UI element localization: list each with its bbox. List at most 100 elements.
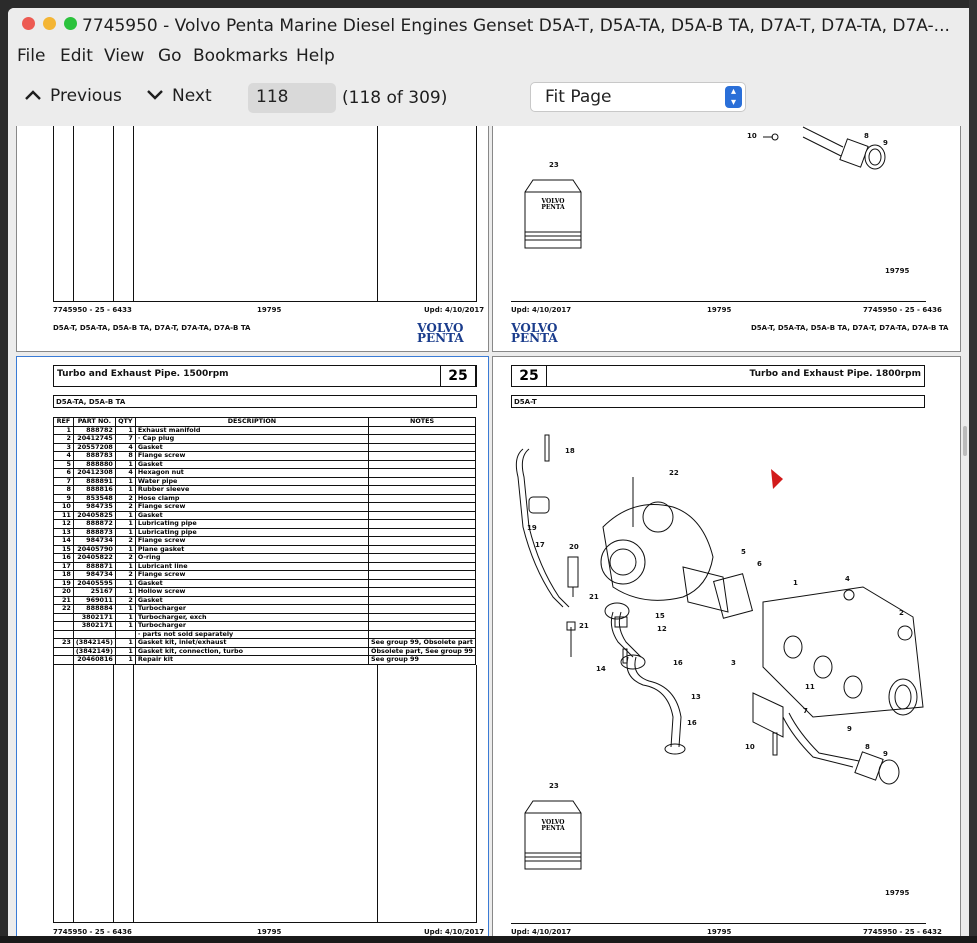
callout-16b: 16	[687, 719, 697, 727]
callout-9b: 9	[883, 750, 888, 758]
menu-view[interactable]: View	[104, 46, 145, 66]
callout-19: 19	[527, 524, 537, 532]
svg-text:VOLVO: VOLVO	[540, 198, 564, 205]
qty-cell: 1	[114, 485, 136, 495]
footer-mid: 19795	[707, 306, 732, 314]
callout-10: 10	[745, 743, 755, 751]
callout-20: 20	[569, 543, 579, 551]
page-bottom-left: Turbo and Exhaust Pipe. 1500rpm 25 D5A-T…	[16, 356, 489, 943]
close-window-button[interactable]	[22, 17, 35, 30]
description-cell: Lubricating pipe	[134, 527, 370, 537]
callout-18: 18	[565, 447, 575, 455]
qty-cell: 1	[114, 578, 136, 588]
callout-9: 9	[883, 139, 888, 147]
col-ref: REF	[53, 417, 74, 427]
callout-13: 13	[691, 693, 701, 701]
callout-23: 23	[549, 161, 559, 169]
models-line: D5A-T, D5A-TA, D5A-B TA, D7A-T, D7A-TA, …	[53, 324, 251, 332]
scrollbar-thumb[interactable]	[963, 426, 967, 456]
qty-cell: 1	[114, 425, 136, 435]
notes-cell	[368, 519, 476, 529]
gasket-kit-bag-icon: VOLVO PENTA	[524, 800, 582, 870]
svg-text:VOLVO: VOLVO	[540, 819, 564, 826]
footer-right: 7745950 - 25 - 6436	[863, 306, 942, 314]
ref-cell: 2	[53, 434, 74, 444]
callout-5: 5	[741, 548, 746, 556]
part-no-cell: 20405822	[72, 553, 116, 563]
part-no-cell: 984735	[72, 502, 116, 512]
maximize-window-button[interactable]	[64, 17, 77, 30]
qty-cell: 2	[114, 536, 136, 546]
part-no-cell: 20405595	[72, 578, 116, 588]
description-cell: Lubricating pipe	[134, 519, 370, 529]
ref-cell: 12	[53, 519, 74, 529]
part-no-cell: 20405790	[72, 544, 116, 554]
description-cell: Turbocharger, exch	[134, 612, 370, 622]
footer-mid: 19795	[257, 928, 282, 936]
select-arrows-icon: ▴▾	[725, 86, 742, 108]
menu-help[interactable]: Help	[296, 46, 335, 66]
qty-cell: 2	[114, 570, 136, 580]
callout-12: 12	[657, 625, 667, 633]
page-title: Turbo and Exhaust Pipe. 1500rpm	[57, 369, 229, 379]
qty-cell	[114, 629, 136, 639]
notes-cell	[368, 629, 476, 639]
svg-text:PENTA: PENTA	[541, 204, 565, 211]
part-no-cell: 3802171	[72, 612, 116, 622]
next-button[interactable]: Next	[146, 86, 212, 106]
notes-cell: See group 99	[368, 655, 476, 665]
previous-label: Previous	[50, 86, 122, 106]
qty-cell: 1	[114, 544, 136, 554]
description-cell: O-ring	[134, 553, 370, 563]
menu-file[interactable]: File	[17, 46, 46, 66]
document-view[interactable]: 7745950 - 25 - 6433 19795 Upd: 4/10/2017…	[8, 126, 969, 943]
notes-cell	[368, 536, 476, 546]
part-no-cell	[72, 629, 116, 639]
qty-cell: 2	[114, 553, 136, 563]
ref-cell: 1	[53, 425, 74, 435]
description-cell: Flange screw	[134, 451, 370, 461]
part-no-cell: 888873	[72, 527, 116, 537]
previous-button[interactable]: Previous	[24, 86, 122, 106]
callout-1: 1	[793, 579, 798, 587]
zoom-select[interactable]: Fit Page ▴▾	[530, 82, 746, 112]
col-notes: NOTES	[368, 417, 476, 427]
notes-cell	[368, 527, 476, 537]
qty-cell: 2	[114, 502, 136, 512]
ref-cell: 3	[53, 442, 74, 452]
models-text: D5A-TA, D5A-B TA	[56, 398, 126, 406]
menu-edit[interactable]: Edit	[60, 46, 93, 66]
table-row: · parts not sold separately	[53, 629, 476, 639]
taskbar	[0, 936, 977, 943]
page-top-right: 10 8 9 23 VOLVO PENTA 19	[492, 126, 961, 352]
menu-bookmarks[interactable]: Bookmarks	[193, 46, 288, 66]
part-no-cell: 888871	[72, 561, 116, 571]
ref-cell: 4	[53, 451, 74, 461]
col-part-no: PART NO.	[72, 417, 116, 427]
callout-2: 2	[899, 609, 904, 617]
menu-go[interactable]: Go	[158, 46, 182, 66]
qty-cell: 1	[114, 527, 136, 537]
description-cell: Rubber sleeve	[134, 485, 370, 495]
pipe-drawing	[763, 126, 886, 170]
qty-cell: 1	[114, 638, 136, 648]
ref-cell: 13	[53, 527, 74, 537]
exploded-diagram	[515, 434, 924, 785]
part-no-cell: 969011	[72, 595, 116, 605]
description-cell: Turbocharger	[134, 621, 370, 631]
minimize-window-button[interactable]	[43, 17, 56, 30]
page-number-input[interactable]: 118	[248, 83, 336, 113]
